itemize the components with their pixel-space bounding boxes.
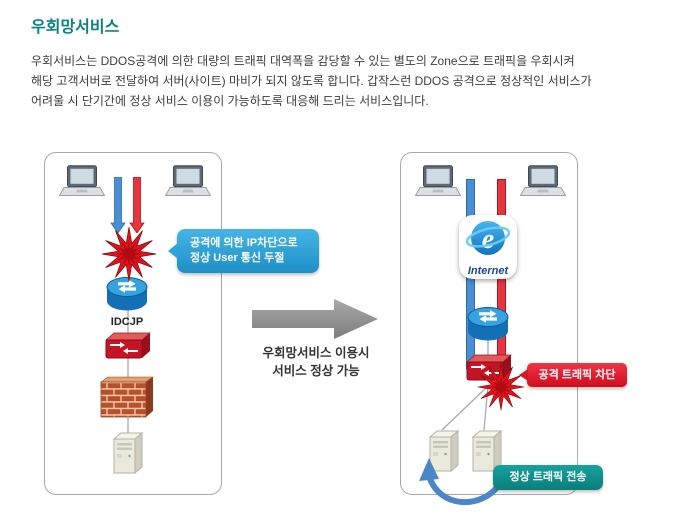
page-description: 우회서비스는 DDOS공격에 의한 대량의 트래픽 대역폭을 감당할 수 있는 …: [31, 51, 592, 111]
description-line: 해당 고객서버로 전달하여 서버(사이트) 마비가 되지 않도록 합니다. 갑작…: [31, 74, 592, 88]
svg-text:e: e: [482, 224, 494, 255]
firewall-icon: [100, 376, 154, 418]
down-arrow-blue-icon: [110, 177, 126, 233]
router-label: IDCJP: [110, 316, 144, 328]
transition-arrow-icon: [252, 299, 378, 339]
normal-traffic-callout: 정상 트래픽 전송: [493, 465, 603, 490]
connector-line: [487, 338, 489, 360]
server-icon: [471, 429, 503, 472]
description-line: 우회서비스는 DDOS공격에 의한 대량의 트래픽 대역폭을 감당할 수 있는 …: [31, 54, 575, 68]
ip-block-callout: 공격에 의한 IP차단으로 정상 User 통신 두절: [168, 229, 319, 273]
explosion-icon: [101, 226, 157, 282]
server-icon: [428, 429, 460, 472]
explosion-icon: [477, 363, 525, 411]
description-line: 어려울 시 단기간에 정상 서비스 이용이 가능하도록 대응해 드리는 서비스입…: [31, 94, 429, 108]
internet-badge: e Internet: [459, 215, 517, 279]
page-title: 우회망서비스: [31, 19, 120, 36]
server-icon: [112, 431, 144, 474]
internet-label: Internet: [467, 265, 509, 277]
internet-explorer-icon: e: [465, 221, 511, 255]
attack-traffic-line: [497, 179, 506, 381]
laptop-icon: [165, 165, 211, 196]
down-arrow-red-icon: [129, 177, 145, 233]
router-icon: [467, 307, 509, 341]
attack-block-callout: 공격 트래픽 차단: [519, 363, 627, 387]
callout-label: 공격 트래픽 차단: [538, 369, 616, 381]
transition-caption: 우회망서비스 이용시 서비스 정상 가능: [240, 344, 392, 380]
laptop-icon: [520, 165, 566, 196]
callout-label: 정상 트래픽 전송: [509, 471, 587, 483]
connector-line: [127, 300, 129, 438]
curved-arrow-icon: [419, 458, 501, 506]
callout-line: 정상 User 통신 두절: [190, 252, 285, 264]
callout-line: 공격에 의한 IP차단으로: [190, 237, 298, 249]
transition-caption-line: 우회망서비스 이용시: [262, 346, 370, 360]
switch-icon: [105, 332, 151, 359]
laptop-icon: [415, 165, 461, 196]
laptop-icon: [59, 165, 105, 196]
callout-tail: [168, 243, 178, 259]
callout-tail: [519, 369, 528, 381]
router-icon: [106, 277, 148, 311]
transition-caption-line: 서비스 정상 가능: [272, 364, 360, 378]
